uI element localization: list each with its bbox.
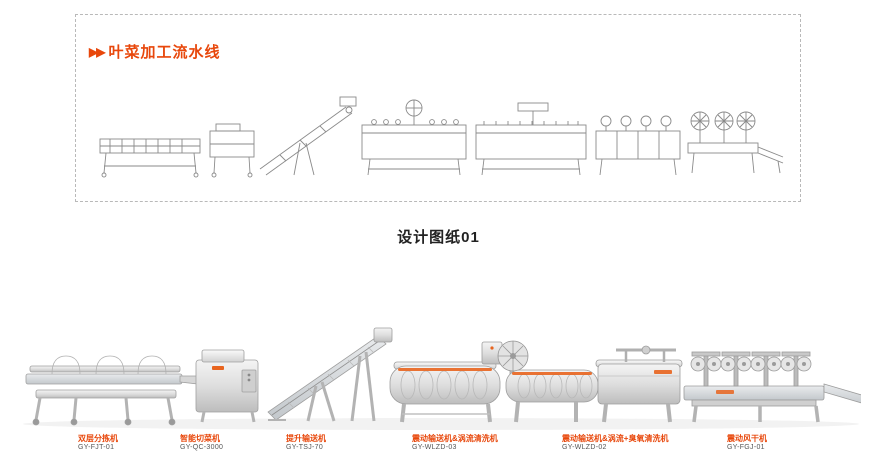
machinery-illustration: [23, 327, 861, 430]
technical-line-drawing: [99, 96, 784, 178]
machine-label: 震动输送机&涡流清洗机 GY-WLZD-03: [412, 434, 498, 453]
machine-name: 提升输送机: [286, 434, 326, 443]
machine-model: GY-WLZD-02: [562, 444, 607, 451]
machine-name: 震动输送机&涡流清洗机: [412, 434, 498, 443]
machine-name: 智能切菜机: [180, 434, 220, 443]
page-title: 叶菜加工流水线: [108, 44, 221, 61]
machine-label: 震动风干机 GY-FGJ-01: [727, 434, 767, 453]
design-drawing-panel: ▶▶ 叶菜加工流水线: [75, 14, 801, 202]
machine-label: 智能切菜机 GY-QC-3000: [180, 434, 223, 453]
machine-model: GY-FGJ-01: [727, 444, 765, 451]
machine-label: 提升输送机 GY-TSJ-70: [286, 434, 326, 453]
machine-name: 震动输送机&涡流+臭氧清洗机: [562, 434, 669, 443]
machine-name: 双层分拣机: [78, 434, 118, 443]
machine-label: 双层分拣机 GY-FJT-01: [78, 434, 118, 453]
machine-label: 震动输送机&涡流+臭氧清洗机 GY-WLZD-02: [562, 434, 668, 453]
machine-model: GY-TSJ-70: [286, 444, 324, 451]
machinery-section: 双层分拣机 GY-FJT-01 智能切菜机 GY-QC-3000 提升输送机 G…: [0, 308, 877, 473]
machine-model: GY-WLZD-03: [412, 444, 457, 451]
drawing-caption: 设计图纸01: [397, 229, 480, 246]
machine-name: 震动风干机: [727, 434, 767, 443]
double-arrow-icon: ▶▶: [89, 44, 106, 59]
machine-model: GY-FJT-01: [78, 444, 115, 451]
machine-model: GY-QC-3000: [180, 444, 224, 451]
panel-title: ▶▶ 叶菜加工流水线: [89, 41, 220, 62]
